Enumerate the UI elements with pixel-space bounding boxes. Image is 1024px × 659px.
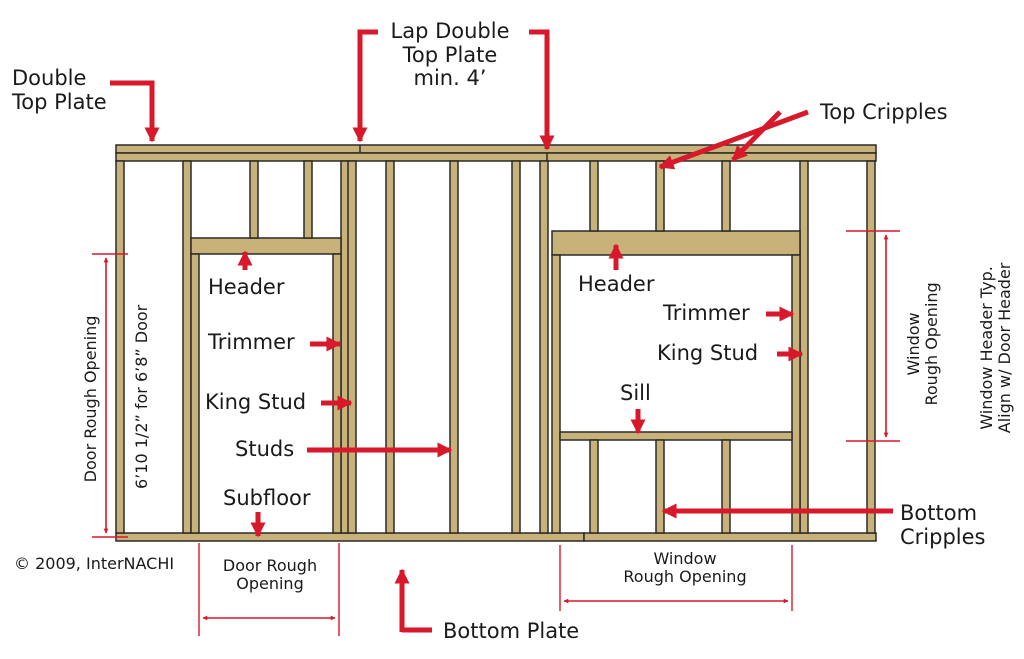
door-top-cripple-1 — [249, 160, 259, 239]
window-ro-v-line-2: Rough Opening — [922, 282, 941, 406]
stud-8 — [539, 160, 549, 534]
window-king-stud-label: King Stud — [657, 341, 759, 365]
window-bottom-cripple-1 — [589, 439, 599, 534]
stud-6 — [449, 160, 459, 534]
window-top-cripple-1 — [589, 160, 599, 232]
door-rough-opening-vertical-label: Door Rough Opening — [81, 315, 101, 483]
bottom-cripples-label: Bottom Cripples — [900, 501, 986, 549]
window-rough-opening-vertical-label: Window Rough Opening — [904, 274, 941, 414]
window-header-note-label: Window Header Typ. Align w/ Door Header — [977, 248, 1014, 448]
top-plate-upper — [115, 144, 877, 154]
window-top-cripple-2 — [655, 160, 665, 232]
door-ro-h-line-2: Opening — [236, 573, 304, 593]
window-trimmer-label: Trimmer — [663, 301, 750, 325]
lap-label-line-3: min. 4’ — [413, 66, 487, 91]
door-king-stud-label: King Stud — [205, 390, 307, 414]
window-header-label: Header — [578, 272, 655, 296]
door-height-note-label: 6’10 1/2” for 6’8” Door — [132, 304, 152, 489]
lap-right-arrow — [529, 29, 555, 151]
door-header — [190, 237, 342, 255]
bottom-plate-left — [115, 532, 585, 542]
top-cripples-arrow-1 — [658, 109, 809, 170]
window-sill — [559, 431, 793, 441]
lap-label-line-2: Top Plate — [402, 42, 498, 67]
door-ro-h-line-1: Door Rough — [222, 556, 318, 575]
subfloor-label: Subfloor — [223, 486, 311, 510]
bottom-plate-label: Bottom Plate — [443, 619, 580, 643]
stud-2 — [182, 160, 192, 534]
bottom-cripples-line-2: Cripples — [900, 524, 986, 549]
dimension-lines — [92, 230, 900, 636]
stud-4 — [347, 160, 357, 534]
stud-9 — [799, 160, 809, 534]
copyright-label: © 2009, InterNACHI — [14, 554, 175, 573]
window-ro-h-line-2: Rough Opening — [623, 566, 747, 586]
window-ro-h-line-1: Window — [653, 549, 717, 568]
double-top-plate-arrow — [110, 80, 160, 143]
door-header-label: Header — [208, 275, 285, 299]
lap-label-line-1: Lap Double — [390, 19, 510, 43]
bottom-plate-right — [583, 532, 877, 542]
window-bottom-cripple-3 — [721, 439, 731, 534]
window-header-note-line-1: Window Header Typ. — [977, 266, 997, 430]
door-trimmer-right — [332, 253, 342, 534]
top-cripples-label: Top Cripples — [820, 100, 948, 124]
window-header — [551, 230, 801, 256]
callout-arrows — [110, 29, 893, 633]
door-top-cripple-2 — [303, 160, 313, 239]
door-trimmer-left — [190, 253, 200, 534]
window-top-cripple-3 — [721, 160, 731, 232]
door-rough-opening-horizontal-label: Door Rough Opening — [200, 557, 340, 593]
window-bottom-cripple-2 — [655, 439, 665, 534]
stud-5 — [385, 160, 395, 534]
window-trimmer-left — [551, 254, 561, 534]
window-rough-opening-horizontal-label: Window Rough Opening — [600, 550, 770, 586]
stud-7 — [511, 160, 521, 534]
double-top-plate-label-line-1: Double — [12, 66, 87, 90]
studs-label: Studs — [235, 437, 295, 461]
window-trimmer-right — [791, 254, 801, 534]
double-top-plate-label-line-2: Top Plate — [12, 89, 107, 114]
double-top-plate-label: Double Top Plate — [12, 66, 107, 114]
lap-left-arrow — [352, 29, 378, 143]
window-header-note-line-2: Align w/ Door Header — [995, 262, 1014, 434]
top-cripples-arrow-2 — [731, 110, 782, 162]
stud-1 — [115, 160, 125, 534]
door-trimmer-label: Trimmer — [208, 330, 295, 354]
window-ro-v-line-1: Window — [904, 312, 924, 376]
sill-label: Sill — [620, 381, 651, 405]
stud-10 — [866, 160, 876, 534]
top-plate-lower — [115, 152, 877, 162]
lap-double-top-plate-label: Lap Double Top Plate min. 4’ — [375, 19, 525, 91]
bottom-cripples-line-1: Bottom — [900, 501, 978, 525]
